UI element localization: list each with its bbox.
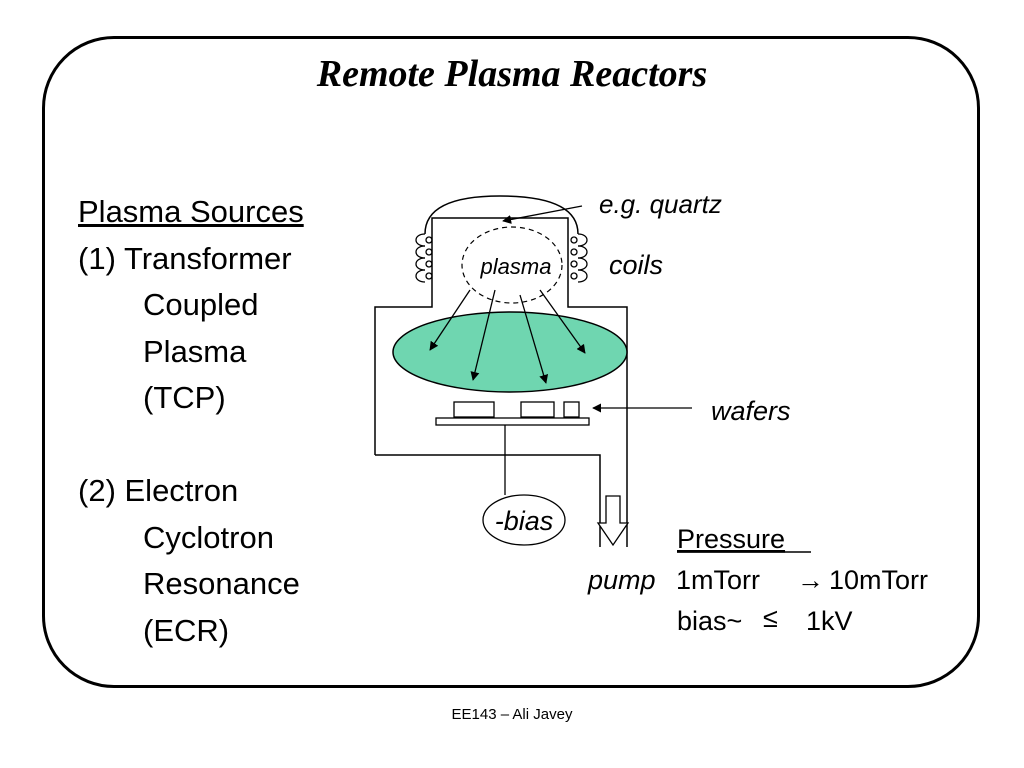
pressure-low: 1mTorr — [676, 565, 760, 595]
bias-bubble — [482, 494, 566, 546]
pump-label: pump — [587, 565, 656, 595]
plasma-sources-list: Plasma Sources (1) Transformer Coupled P… — [78, 189, 378, 654]
pressure-arrow-icon: → — [797, 565, 824, 595]
source-item-2-line-2: Cyclotron — [143, 519, 274, 555]
plasma-glow — [392, 311, 628, 393]
slide-footer: EE143 – Ali Javey — [451, 706, 573, 723]
pump-arrow-icon — [596, 495, 630, 547]
bias-range-value: 1kV — [806, 606, 853, 636]
wafer-1 — [453, 401, 495, 418]
pressure-high: 10mTorr — [829, 565, 928, 595]
left-coil-icon — [415, 233, 433, 283]
wafers-label: wafers — [711, 396, 791, 426]
source-item-1-line-3: Plasma — [143, 333, 247, 369]
species-arrows — [429, 289, 586, 384]
quartz-label: e.g. quartz — [599, 189, 722, 219]
wafer-3 — [563, 401, 580, 418]
bias-range-prefix: bias~ — [677, 606, 742, 636]
plasma-region — [461, 226, 563, 304]
bias-label: -bias — [495, 506, 554, 536]
wafer-2 — [520, 401, 555, 418]
right-coil-icon — [570, 233, 588, 283]
chamber-bottom-wall — [375, 454, 601, 547]
source-item-1-label: (1) Transformer — [78, 240, 292, 276]
sources-heading: Plasma Sources — [78, 194, 304, 229]
source-item-1-line-4: (TCP) — [143, 380, 226, 415]
reactor-chamber-outline — [374, 217, 628, 547]
pressure-heading: Pressure — [677, 524, 785, 554]
slide-title: Remote Plasma Reactors — [316, 53, 708, 95]
plasma-label: plasma — [480, 254, 552, 279]
source-item-2-line-4: (ECR) — [143, 612, 230, 648]
wafer-stage — [435, 401, 590, 426]
coils-label: coils — [609, 250, 663, 280]
quartz-pointer-arrow — [502, 205, 583, 224]
wafer-platen — [435, 417, 590, 426]
source-item-2-label: (2) Electron — [78, 473, 239, 508]
source-item-2-line-3: Resonance — [143, 566, 300, 601]
slide-frame — [42, 36, 980, 688]
source-item-1-line-2: Coupled — [143, 287, 259, 322]
bias-range-symbol: ≤ — [763, 603, 778, 633]
coil-wire — [424, 195, 579, 235]
